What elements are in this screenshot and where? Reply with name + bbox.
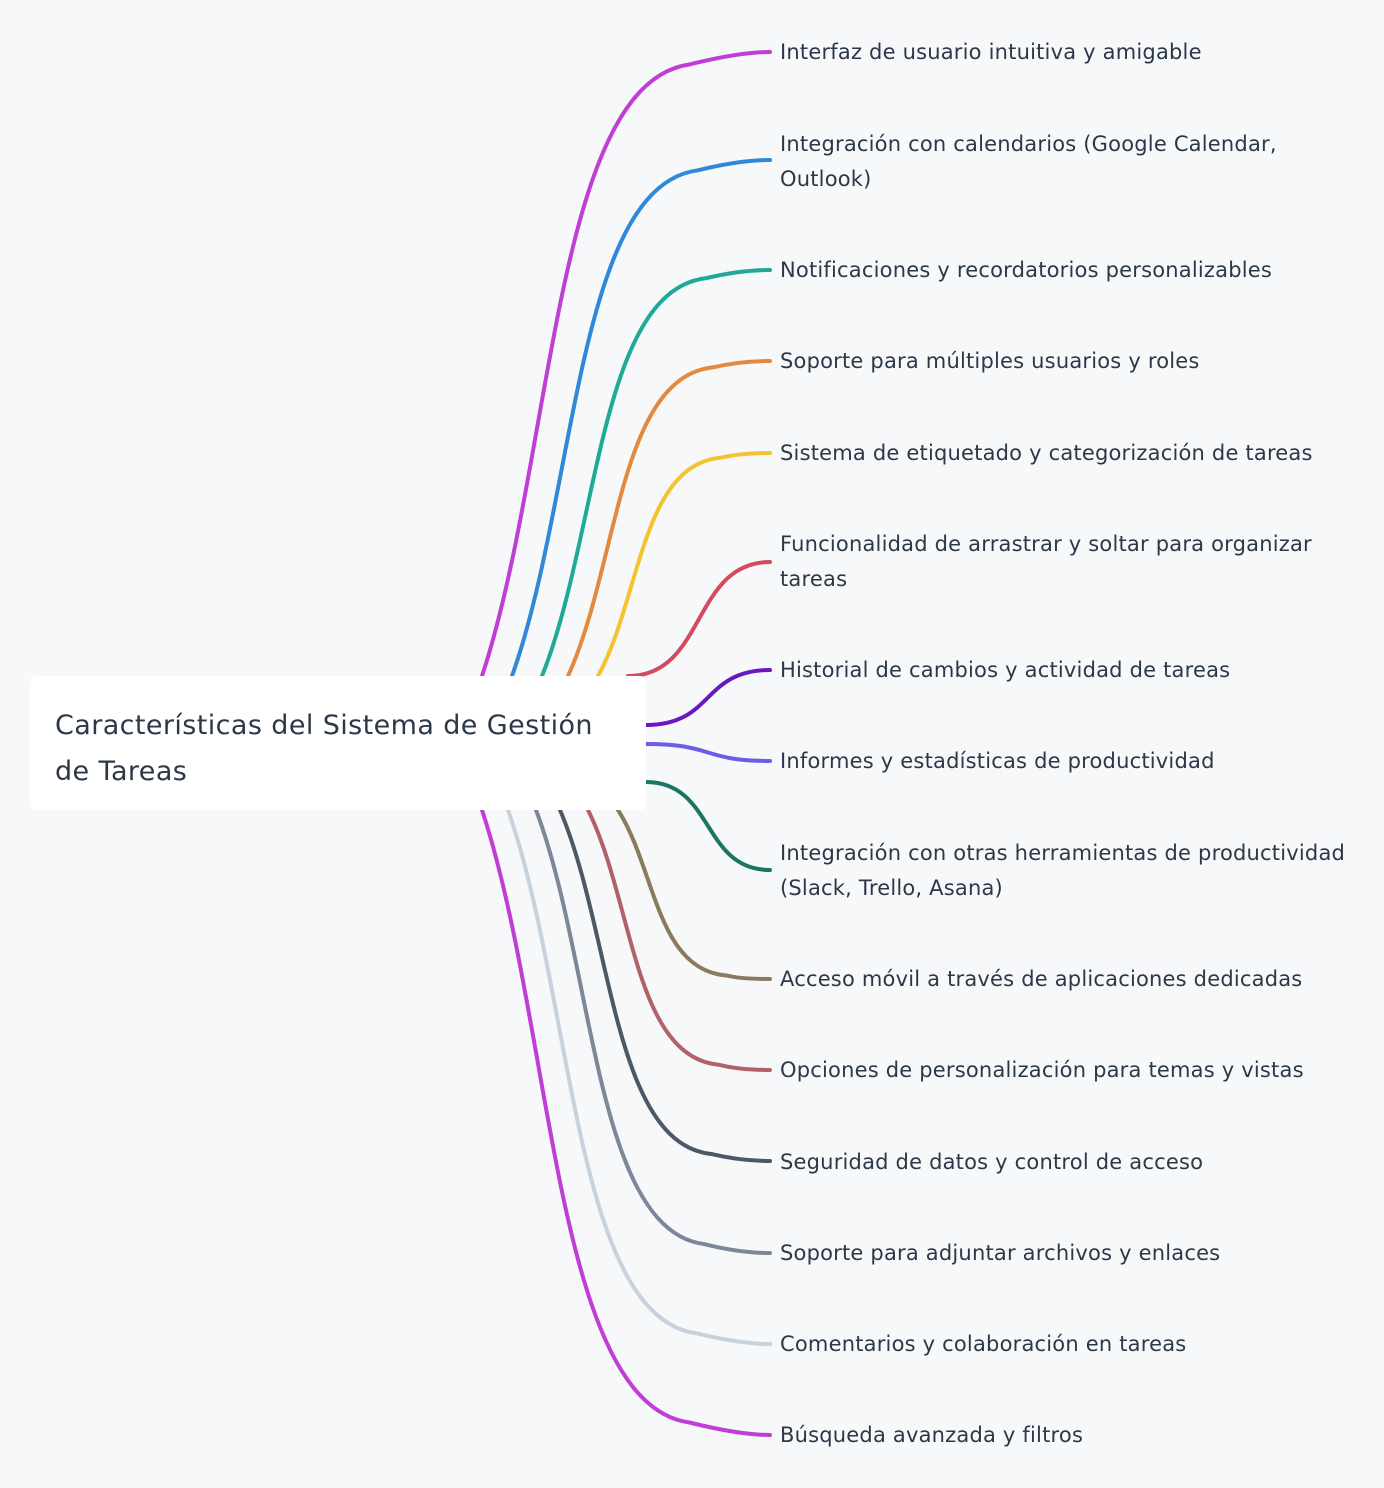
branch-connector: [510, 158, 772, 678]
branch-connector: [644, 780, 772, 872]
branch-connector: [644, 668, 772, 727]
branch-node[interactable]: Historial de cambios y actividad de tare…: [780, 658, 1231, 682]
branch-connector: [540, 268, 772, 678]
branch-node[interactable]: Integración con calendarios (Google Cale…: [780, 132, 1277, 191]
branch-node[interactable]: Integración con otras herramientas de pr…: [780, 841, 1346, 900]
branch-node[interactable]: Informes y estadísticas de productividad: [780, 749, 1215, 773]
branch-node[interactable]: Búsqueda avanzada y filtros: [780, 1423, 1084, 1447]
branch-node[interactable]: Soporte para adjuntar archivos y enlaces: [780, 1241, 1221, 1265]
branch-node[interactable]: Sistema de etiquetado y categorización d…: [780, 441, 1313, 465]
root-title: Características del Sistema de Gestión d…: [55, 710, 593, 787]
branch-connector: [558, 808, 772, 1163]
branch-node[interactable]: Notificaciones y recordatorios personali…: [780, 258, 1273, 282]
branch-connector: [566, 359, 772, 678]
branch-connector: [480, 50, 772, 678]
branch-connector: [644, 742, 772, 763]
branch-connector: [596, 451, 772, 678]
branch-node[interactable]: Comentarios y colaboración en tareas: [780, 1332, 1187, 1356]
branch-node[interactable]: Opciones de personalización para temas y…: [780, 1058, 1304, 1082]
branch-connector: [626, 560, 772, 678]
root-node[interactable]: Características del Sistema de Gestión d…: [30, 676, 646, 810]
branch-node[interactable]: Acceso móvil a través de aplicaciones de…: [780, 967, 1303, 991]
branch-connector: [480, 808, 772, 1437]
branch-node[interactable]: Soporte para múltiples usuarios y roles: [780, 349, 1200, 373]
branch-connector: [616, 808, 772, 981]
branch-connector: [586, 808, 772, 1072]
branch-node[interactable]: Seguridad de datos y control de acceso: [780, 1150, 1204, 1174]
branch-node[interactable]: Funcionalidad de arrastrar y soltar para…: [780, 532, 1312, 591]
branch-connector: [506, 808, 772, 1346]
branch-node[interactable]: Interfaz de usuario intuitiva y amigable: [780, 40, 1202, 64]
branch-connector: [534, 808, 772, 1255]
